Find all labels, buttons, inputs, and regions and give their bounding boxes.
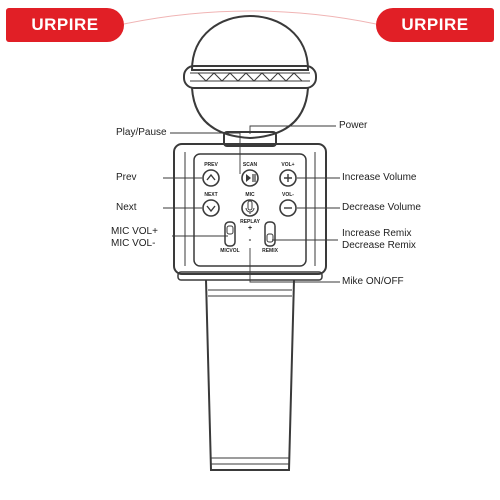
band-pattern [197,72,303,82]
mic-handle [205,279,295,471]
mic-head-band [183,65,317,89]
brand-badge-left: URPIRE [6,8,124,42]
remix-slider [264,221,276,247]
label-decrease-remix: Decrease Remix [342,240,416,251]
panel-label-plus: + [247,225,253,232]
mic-volume-slider [224,221,236,247]
panel-label-remix: REMIX [262,248,278,254]
label-power: Power [339,120,368,131]
leader-power [249,125,336,134]
label-decrease-volume: Decrease Volume [342,202,421,213]
label-mic-vol-up: MIC VOL+ [111,226,158,237]
brand-badge-right: URPIRE [376,8,494,42]
label-prev: Prev [116,172,137,183]
panel-label-prev: PREV [204,162,218,168]
leader-play-pause [170,132,241,174]
decorative-arc [123,10,377,25]
label-increase-volume: Increase Volume [342,172,417,183]
label-next: Next [116,202,137,213]
label-mike-on-off: Mike ON/OFF [342,276,404,287]
leader-mike-on-off [249,248,340,283]
panel-label-replay: REPLAY [240,219,260,225]
panel-label-minus: - [248,235,252,244]
label-increase-remix: Increase Remix [342,228,412,239]
next-button [202,199,220,217]
panel-label-micvol: MICVOL [220,248,240,254]
label-mic-vol-down: MIC VOL- [111,238,156,249]
panel-label-mic: MIC [245,192,255,198]
volume-up-button [279,169,297,187]
chevron-down-icon [206,205,216,213]
prev-button [202,169,220,187]
microphone-icon [245,200,255,214]
remix-knob [266,233,274,243]
mic-volume-knob [226,225,234,235]
panel-label-scan: SCAN [242,162,258,168]
mic-head-top [190,15,310,71]
chevron-up-icon [206,173,216,181]
mic-head-bottom [191,87,309,140]
plus-icon [284,174,292,182]
play-pause-button [241,169,259,187]
play-icon [246,174,251,182]
volume-down-button [279,199,297,217]
panel-label-vol-down: VOL- [282,192,294,198]
panel-label-next: NEXT [204,192,218,198]
panel-label-vol-up: VOL+ [281,162,295,168]
label-play-pause: Play/Pause [116,127,167,138]
mic-button [241,199,259,217]
leader-lines [163,125,340,283]
